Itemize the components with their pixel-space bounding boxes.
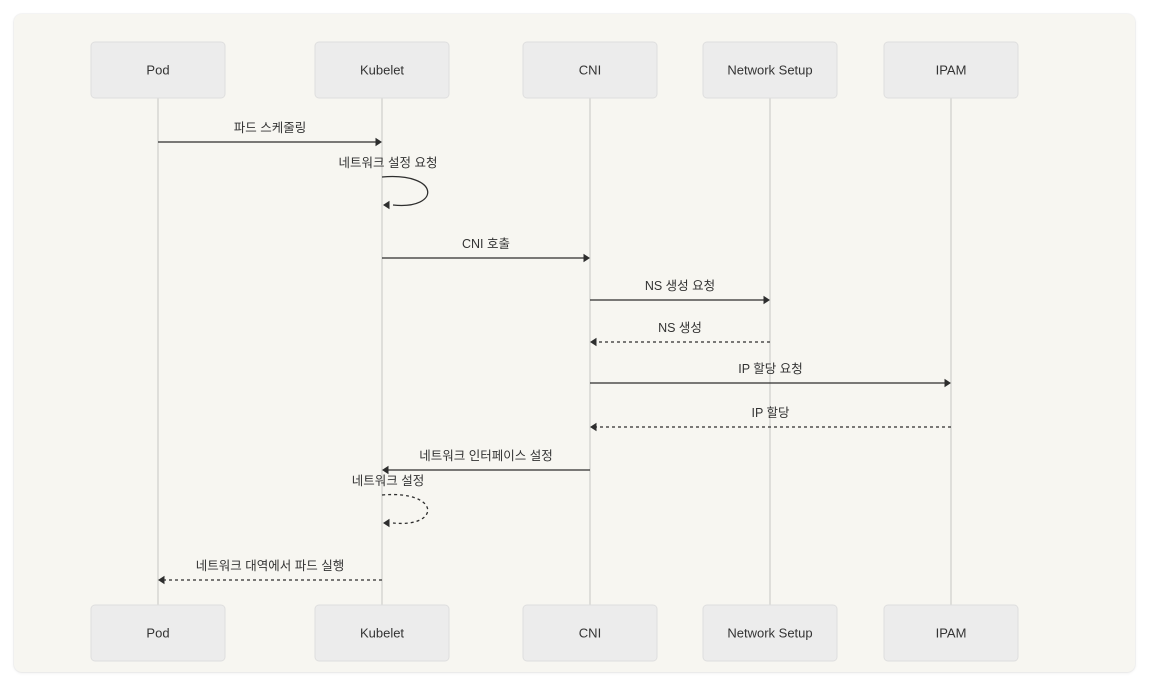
participant-box <box>90 604 226 662</box>
message-7: IP 할당 <box>590 406 951 432</box>
participant-box <box>522 41 658 99</box>
message-label: IP 할당 <box>751 406 790 420</box>
participant-netsetup-bottom[interactable]: Network Setup <box>702 604 838 662</box>
participant-label: Network Setup <box>727 625 812 640</box>
message-label: IP 할당 요청 <box>738 362 803 376</box>
participant-cni-bottom[interactable]: CNI <box>522 604 658 662</box>
participant-box <box>90 41 226 99</box>
message-9: 네트워크 설정 <box>352 474 429 528</box>
participant-kubelet-bottom[interactable]: Kubelet <box>314 604 450 662</box>
lifelines-layer <box>157 98 952 605</box>
arrow-head <box>944 378 951 388</box>
participant-label: Pod <box>146 625 169 640</box>
participant-box <box>314 604 450 662</box>
participant-label: Kubelet <box>360 625 404 640</box>
arrow-head <box>763 295 770 305</box>
participant-box <box>522 604 658 662</box>
arrow-head <box>158 575 165 585</box>
message-8: 네트워크 인터페이스 설정 <box>382 449 590 475</box>
participant-label: Network Setup <box>727 62 812 77</box>
message-label: 네트워크 설정 요청 <box>339 156 438 170</box>
message-3: CNI 호출 <box>382 237 590 263</box>
arrow-head <box>382 465 389 475</box>
participant-headers: Pod Kubelet CNI Network Setup IPAM <box>90 41 1019 99</box>
participant-box <box>702 41 838 99</box>
participant-pod-top[interactable]: Pod <box>90 41 226 99</box>
diagram-canvas <box>14 14 1135 672</box>
participant-label: IPAM <box>936 62 967 77</box>
message-label: NS 생성 <box>658 321 702 335</box>
participant-ipam-bottom[interactable]: IPAM <box>883 604 1019 662</box>
message-2: 네트워크 설정 요청 <box>339 156 438 210</box>
arrow-head <box>590 337 597 347</box>
self-loop-path <box>381 175 429 207</box>
participant-label: IPAM <box>936 625 967 640</box>
message-label: 네트워크 인터페이스 설정 <box>419 449 552 463</box>
self-loop-path <box>381 493 429 525</box>
message-label: 네트워크 대역에서 파드 실행 <box>196 558 344 573</box>
participant-cni-top[interactable]: CNI <box>522 41 658 99</box>
participant-label: Kubelet <box>360 62 404 77</box>
message-1: 파드 스케줄링 <box>158 121 382 147</box>
message-label: NS 생성 요청 <box>645 279 715 293</box>
message-4: NS 생성 요청 <box>590 279 770 305</box>
arrow-head <box>583 253 590 263</box>
arrow-head <box>375 137 382 147</box>
participant-box <box>883 41 1019 99</box>
message-5: NS 생성 <box>590 321 770 347</box>
message-label: CNI 호출 <box>462 237 510 251</box>
message-label: 네트워크 설정 <box>352 474 424 488</box>
message-10: 네트워크 대역에서 파드 실행 <box>158 558 382 585</box>
participant-netsetup-top[interactable]: Network Setup <box>702 41 838 99</box>
participant-label: Pod <box>146 62 169 77</box>
participant-kubelet-top[interactable]: Kubelet <box>314 41 450 99</box>
arrow-head <box>590 422 597 432</box>
participant-label: CNI <box>579 625 601 640</box>
message-label: 파드 스케줄링 <box>234 121 306 135</box>
participant-box <box>702 604 838 662</box>
arrow-head <box>383 200 390 210</box>
arrow-head <box>383 518 390 528</box>
participant-footers: Pod Kubelet CNI Network Setup IPAM <box>90 604 1019 662</box>
participant-box <box>314 41 450 99</box>
participant-pod-bottom[interactable]: Pod <box>90 604 226 662</box>
participant-label: CNI <box>579 62 601 77</box>
message-6: IP 할당 요청 <box>590 362 951 388</box>
participant-ipam-top[interactable]: IPAM <box>883 41 1019 99</box>
participant-box <box>883 604 1019 662</box>
